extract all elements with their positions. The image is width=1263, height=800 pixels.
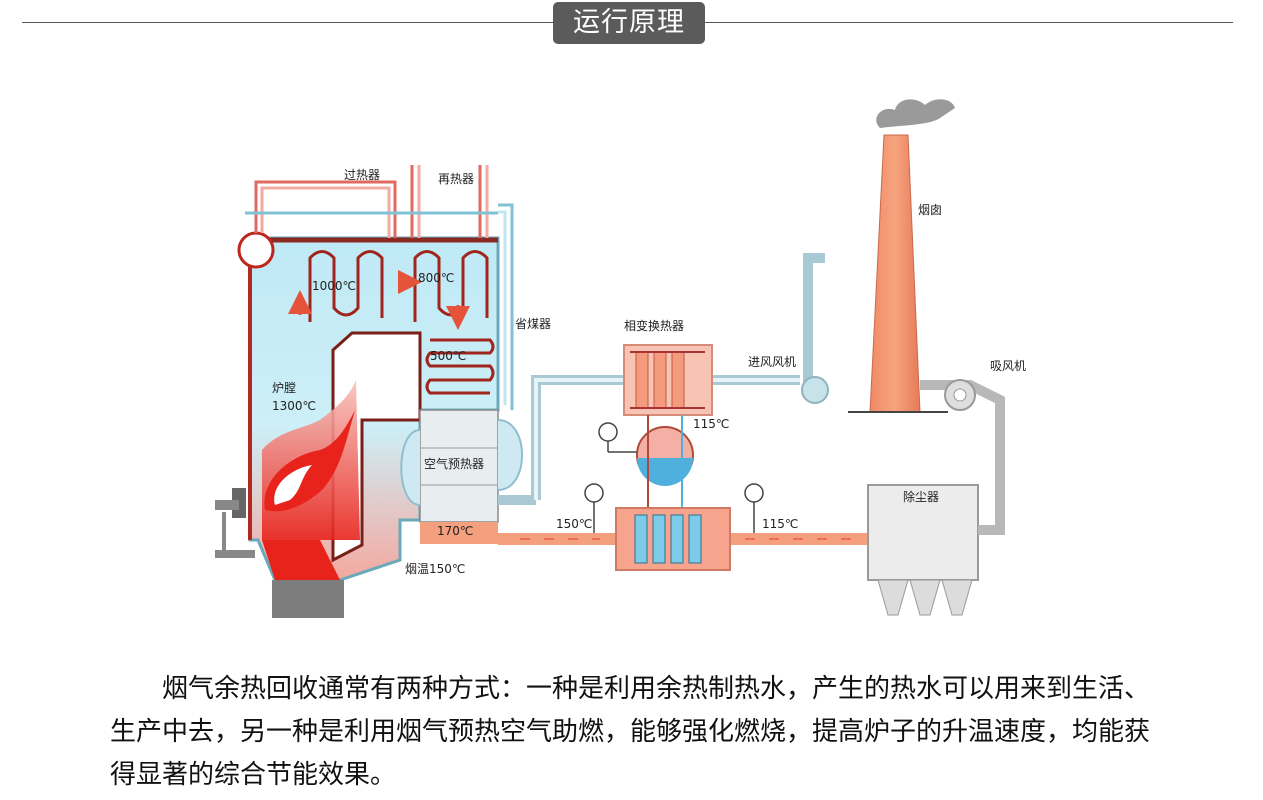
label-furnace-temp: 1300℃ [272, 399, 316, 413]
chimney [848, 99, 955, 413]
superheater-pipes [245, 165, 514, 410]
label-exhaust-fan: 吸风机 [990, 359, 1026, 373]
flow-arrows [288, 270, 470, 330]
diagram-labels: 过热器 再热器 省煤器 相变换热器 进风风机 吸风机 烟囱 炉膛 1300℃ 1… [272, 168, 1026, 576]
label-temp-800: 800℃ [418, 271, 454, 285]
label-superheater: 过热器 [344, 168, 380, 182]
intake-fan-icon [801, 376, 829, 404]
heat-recovery-diagram: 过热器 再热器 省煤器 相变换热器 进风风机 吸风机 烟囱 炉膛 1300℃ 1… [215, 99, 1026, 618]
label-temp-115-out: 115℃ [762, 517, 798, 531]
air-preheater [400, 409, 523, 544]
label-dust-collector: 除尘器 [903, 489, 939, 504]
dust-collector [867, 484, 979, 616]
flue-gas-duct [498, 533, 868, 545]
label-exhaust-temp: 烟温150℃ [405, 562, 465, 576]
label-furnace: 炉膛 [272, 381, 296, 395]
label-temp-1000: 1000℃ [312, 279, 356, 293]
description-paragraph: 烟气余热回收通常有两种方式：一种是利用余热制热水，产生的热水可以用来到生活、生产… [110, 674, 1151, 790]
label-reheater: 再热器 [438, 172, 474, 186]
phase-change-exchanger-upper [623, 344, 713, 416]
steam-drum [636, 415, 694, 520]
label-air-preheater: 空气预热器 [424, 456, 484, 471]
label-temp-115-top: 115℃ [693, 417, 729, 431]
label-phase-exchanger: 相变换热器 [624, 318, 684, 333]
phase-change-exchanger-lower [615, 507, 731, 571]
section-title-badge: 运行原理 [553, 2, 705, 44]
label-temp-170: 170℃ [437, 524, 473, 538]
label-chimney: 烟囱 [918, 203, 942, 217]
gauges [584, 422, 764, 533]
boiler [215, 231, 500, 618]
label-economizer: 省煤器 [515, 317, 551, 331]
label-temp-150-in: 150℃ [556, 517, 592, 531]
label-intake-fan: 进风风机 [748, 355, 796, 369]
label-temp-500: 500℃ [430, 349, 466, 363]
